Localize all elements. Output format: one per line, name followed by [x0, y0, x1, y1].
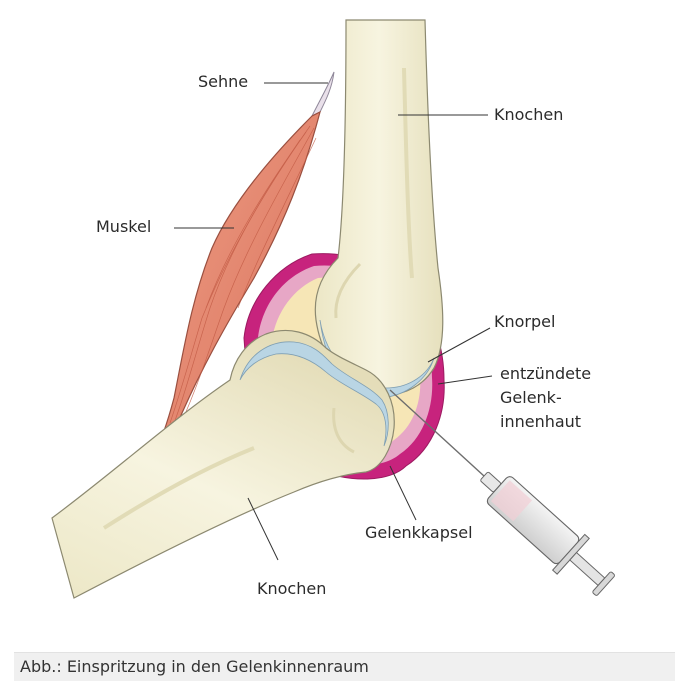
- label-gelenkinnenhaut-1: entzündete: [500, 364, 591, 383]
- bone-lower: [52, 330, 394, 598]
- joint-illustration: Sehne Knochen Muskel Knorpel entzündete …: [14, 8, 669, 652]
- leader-knochen-bottom: [248, 498, 278, 560]
- leader-gelenkkapsel: [390, 466, 416, 520]
- label-knorpel: Knorpel: [494, 312, 555, 331]
- label-muskel: Muskel: [96, 217, 151, 236]
- label-knochen-top: Knochen: [494, 105, 563, 124]
- label-gelenkinnenhaut-2: Gelenk-: [500, 388, 562, 407]
- tendon: [312, 72, 334, 116]
- label-sehne: Sehne: [198, 72, 248, 91]
- leader-synovium: [438, 376, 492, 384]
- bone-upper: [315, 20, 442, 395]
- label-gelenkinnenhaut-3: innenhaut: [500, 412, 581, 431]
- syringe: [468, 458, 622, 603]
- caption-bar: Abb.: Einspritzung in den Gelenkinnenrau…: [14, 652, 675, 681]
- label-gelenkkapsel: Gelenkkapsel: [365, 523, 473, 542]
- joint-diagram-svg: [14, 8, 669, 652]
- label-knochen-bottom: Knochen: [257, 579, 326, 598]
- figure-caption: Abb.: Einspritzung in den Gelenkinnenrau…: [20, 657, 369, 676]
